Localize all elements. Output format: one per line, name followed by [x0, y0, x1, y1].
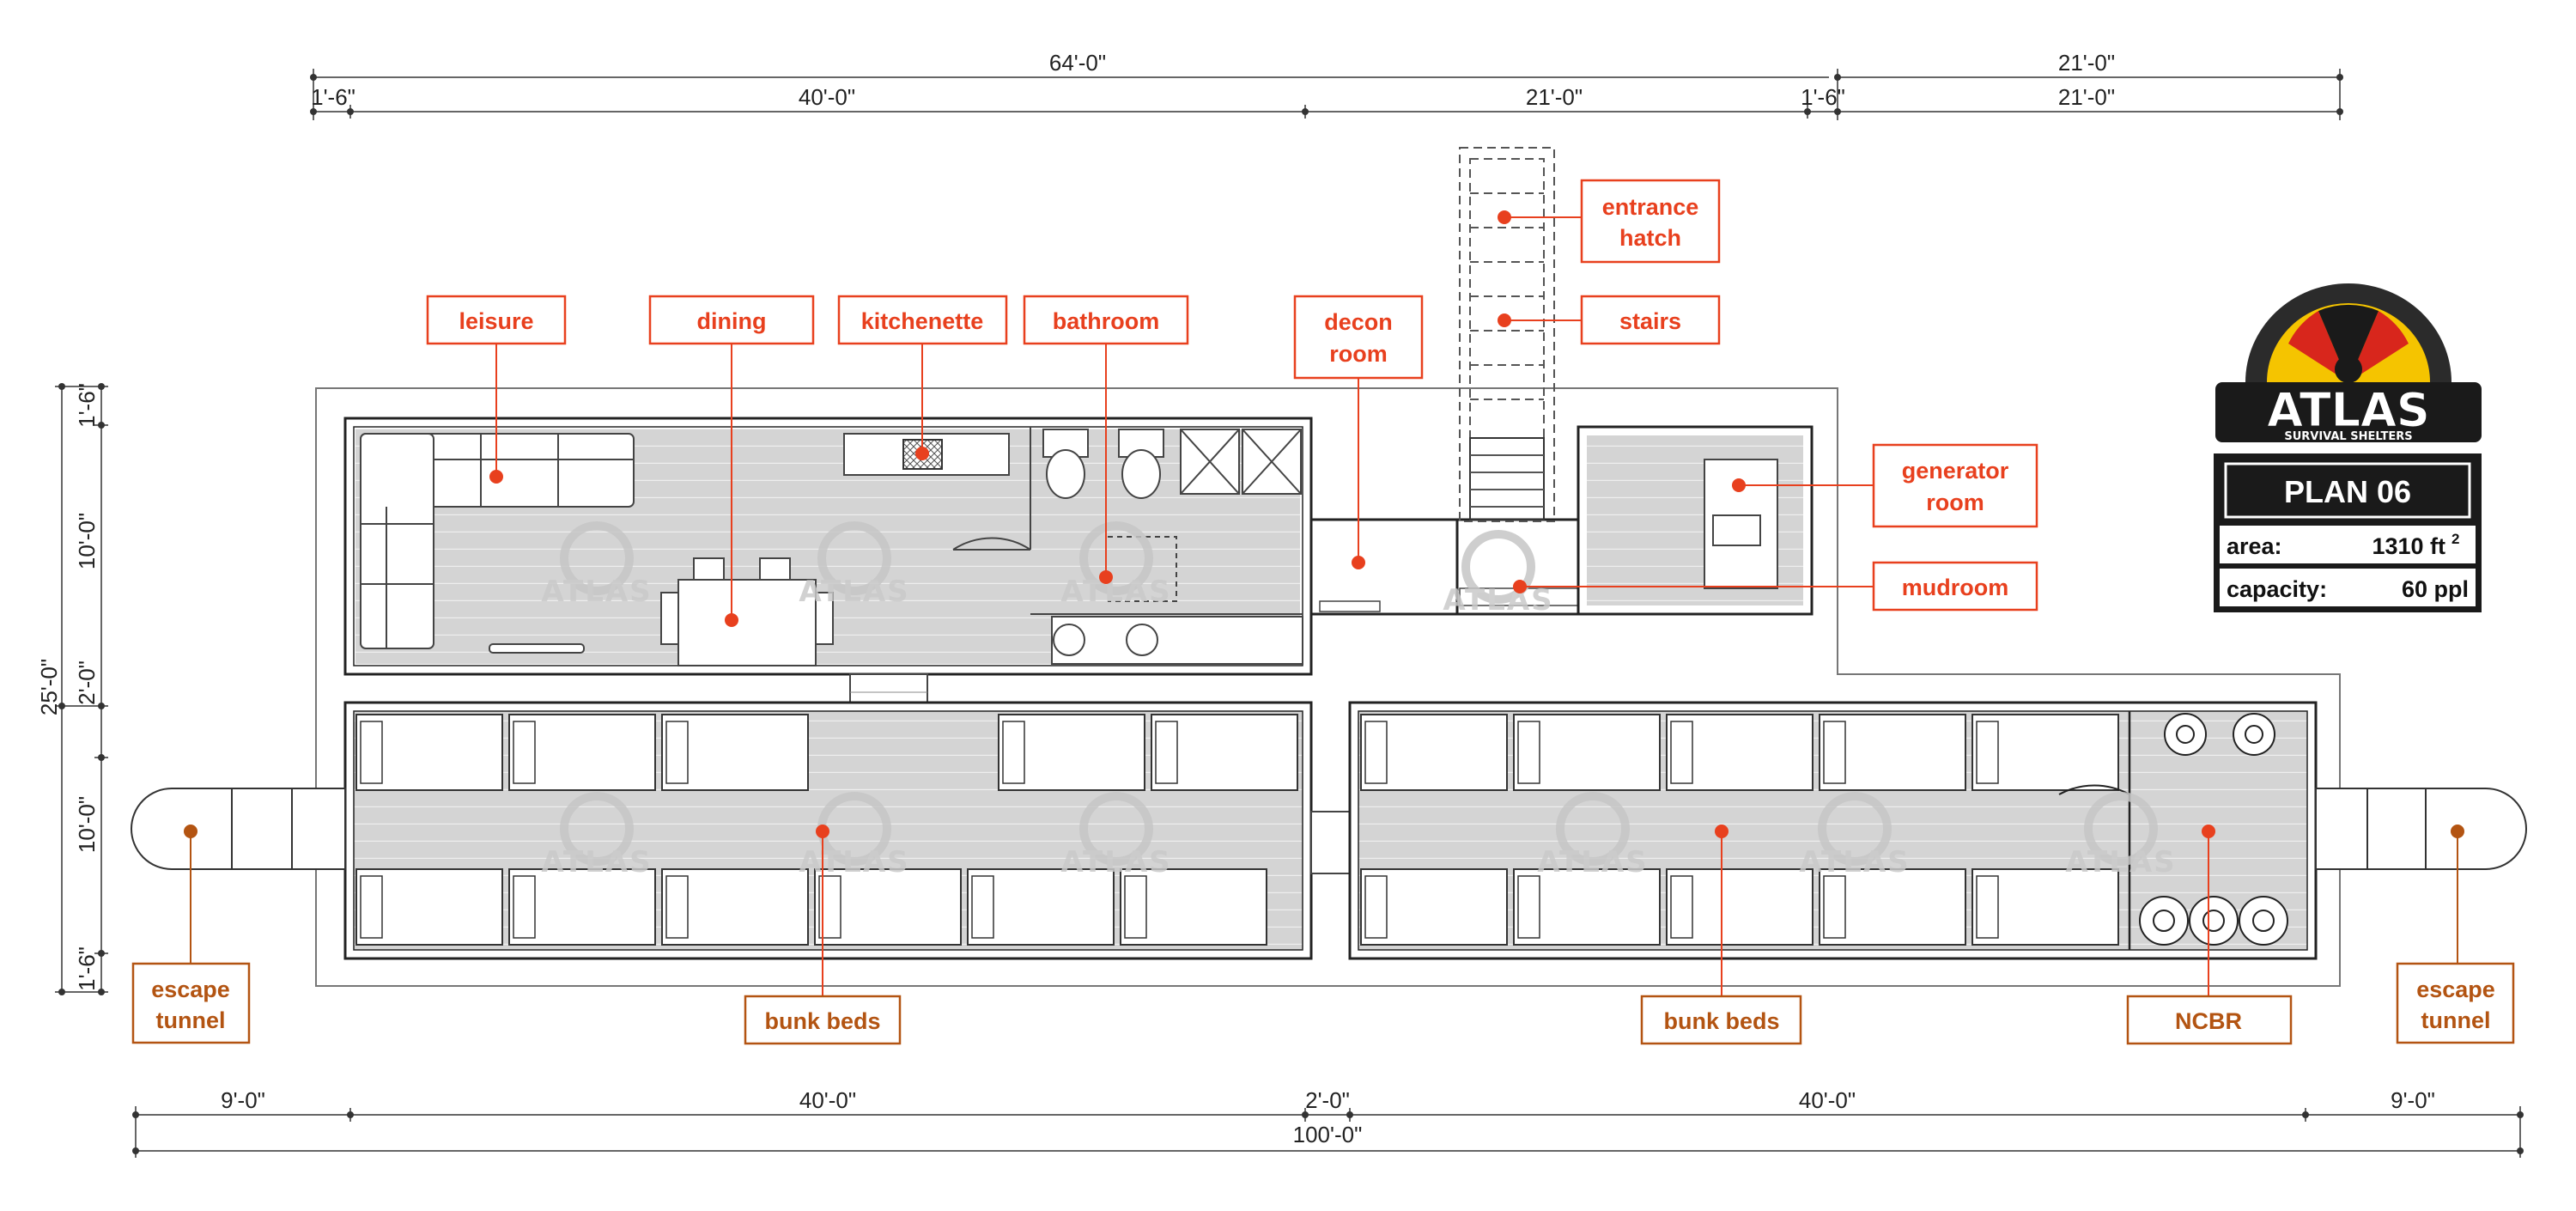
svg-text:dining: dining: [697, 308, 767, 334]
callout-kitchenette: kitchenette: [837, 295, 1008, 345]
svg-text:kitchenette: kitchenette: [861, 308, 984, 334]
callout-ncbr: NCBR: [2126, 995, 2293, 1045]
dim-top-right-overall: 21'-0": [2058, 50, 2115, 76]
dim-top-seg1: 1'-6": [311, 84, 355, 110]
dim-left-seg1: 1'-6": [74, 383, 100, 428]
area-value: 1310 ft: [2372, 533, 2445, 559]
svg-text:ATLAS: ATLAS: [541, 845, 652, 879]
svg-text:room: room: [1329, 341, 1388, 367]
left-dimension-ticks: [58, 383, 105, 995]
svg-text:NCBR: NCBR: [2175, 1008, 2242, 1034]
escape-tunnel-right: [2315, 788, 2527, 870]
callout-escape-tunnel-left: escape tunnel: [131, 962, 251, 1044]
stair-shaft: [1459, 147, 1555, 522]
dim-bottom-seg3: 2'-0": [1305, 1087, 1350, 1113]
dim-bottom-seg5: 9'-0": [2391, 1087, 2435, 1113]
svg-text:tunnel: tunnel: [2421, 1007, 2491, 1033]
dim-top-seg5: 21'-0": [2058, 84, 2115, 110]
dining-table: [660, 557, 834, 666]
dim-top-overall: 64'-0": [1049, 50, 1106, 76]
callout-bunk-beds-left: bunk beds: [744, 995, 902, 1045]
svg-text:escape: escape: [151, 977, 230, 1002]
dim-left-seg4: 10'-0": [74, 796, 100, 853]
top-dimension-ticks: [310, 74, 2343, 115]
callout-stairs: stairs: [1580, 295, 1721, 345]
bunk-connector: [1310, 811, 1351, 874]
svg-text:room: room: [1926, 490, 1984, 515]
callout-leaders-brown: [190, 831, 2458, 964]
dim-left-seg3: 2'-0": [74, 660, 100, 705]
dim-bottom-seg2: 40'-0": [799, 1087, 856, 1113]
dim-left-seg5: 1'-6": [74, 946, 100, 991]
dim-top-seg4: 1'-6": [1801, 84, 1845, 110]
svg-text:mudroom: mudroom: [1902, 575, 2009, 600]
svg-text:escape: escape: [2416, 977, 2495, 1002]
callout-escape-tunnel-right: escape tunnel: [2396, 962, 2515, 1044]
dim-bottom-seg1: 9'-0": [221, 1087, 265, 1113]
shelter-outer-outline: [315, 387, 2341, 987]
callout-decon-room: decon room: [1293, 295, 1424, 380]
capacity-label: capacity:: [2227, 576, 2327, 602]
bottom-dimension-ticks: [132, 1111, 2524, 1154]
svg-text:tunnel: tunnel: [156, 1007, 226, 1033]
callout-generator-room: generator room: [1872, 443, 2038, 528]
svg-text:ATLAS: ATLAS: [799, 575, 909, 609]
svg-text:ATLAS: ATLAS: [1443, 583, 1553, 618]
atlas-brand-text: ATLAS: [2267, 383, 2430, 437]
dim-bottom-seg4: 40'-0": [1799, 1087, 1856, 1113]
svg-text:ATLAS: ATLAS: [1537, 845, 1648, 879]
svg-text:leisure: leisure: [459, 308, 533, 334]
bathroom-fixtures: [952, 427, 1303, 665]
plan-info-box: PLAN 06 area: 1310 ft 2 capacity: 60 ppl: [2214, 453, 2482, 612]
bunk-pillows-left: [360, 721, 1178, 939]
svg-text:bunk beds: bunk beds: [1663, 1008, 1779, 1034]
plan-title: PLAN 06: [2284, 474, 2411, 509]
callout-entrance-hatch: entrance hatch: [1580, 179, 1721, 264]
svg-text:ATLAS: ATLAS: [1060, 575, 1171, 609]
svg-text:ATLAS: ATLAS: [799, 845, 909, 879]
top-dimensions: [313, 69, 2341, 120]
svg-text:ATLAS: ATLAS: [1060, 845, 1171, 879]
dim-left-overall: 25'-0": [36, 659, 62, 715]
dim-top-seg2: 40'-0": [799, 84, 855, 110]
atlas-logo: ATLAS SURVIVAL SHELTERS: [2215, 283, 2482, 443]
svg-text:ATLAS: ATLAS: [2065, 845, 2176, 879]
callout-bunk-beds-right: bunk beds: [1640, 995, 1802, 1045]
callout-dining: dining: [648, 295, 815, 345]
kitchenette-counter: [843, 433, 1010, 476]
dim-left-seg2: 10'-0": [74, 513, 100, 569]
bunk-pillows-right: [1364, 721, 1999, 939]
callout-leaders-red: [495, 216, 2209, 996]
callout-mudroom: mudroom: [1872, 561, 2038, 612]
escape-tunnel-left: [131, 788, 346, 870]
area-unit-superscript: 2: [2451, 531, 2459, 547]
generator-room-module: [1577, 425, 1814, 616]
ncbr-filter-units: [2058, 711, 2288, 950]
dim-bottom-overall: 100'-0": [1293, 1122, 1363, 1147]
callout-dots: [184, 210, 2464, 838]
callout-leisure: leisure: [426, 295, 567, 345]
svg-text:ATLAS: ATLAS: [541, 575, 652, 609]
svg-text:ATLAS: ATLAS: [1799, 845, 1910, 879]
svg-text:hatch: hatch: [1619, 225, 1681, 251]
callout-bathroom: bathroom: [1023, 295, 1189, 345]
atlas-tagline-text: SURVIVAL SHELTERS: [2284, 430, 2412, 443]
atlas-watermarks: ATLAS ATLAS ATLAS ATLAS ATLAS ATLAS ATLA…: [541, 521, 2176, 879]
svg-text:entrance: entrance: [1602, 194, 1699, 220]
svg-text:generator: generator: [1902, 458, 2009, 484]
svg-text:bathroom: bathroom: [1053, 308, 1160, 334]
svg-text:bunk beds: bunk beds: [764, 1008, 880, 1034]
capacity-value: 60 ppl: [2402, 576, 2469, 602]
area-label: area:: [2227, 533, 2282, 559]
dim-top-seg3: 21'-0": [1526, 84, 1583, 110]
svg-text:stairs: stairs: [1619, 308, 1681, 334]
svg-text:decon: decon: [1324, 309, 1393, 335]
